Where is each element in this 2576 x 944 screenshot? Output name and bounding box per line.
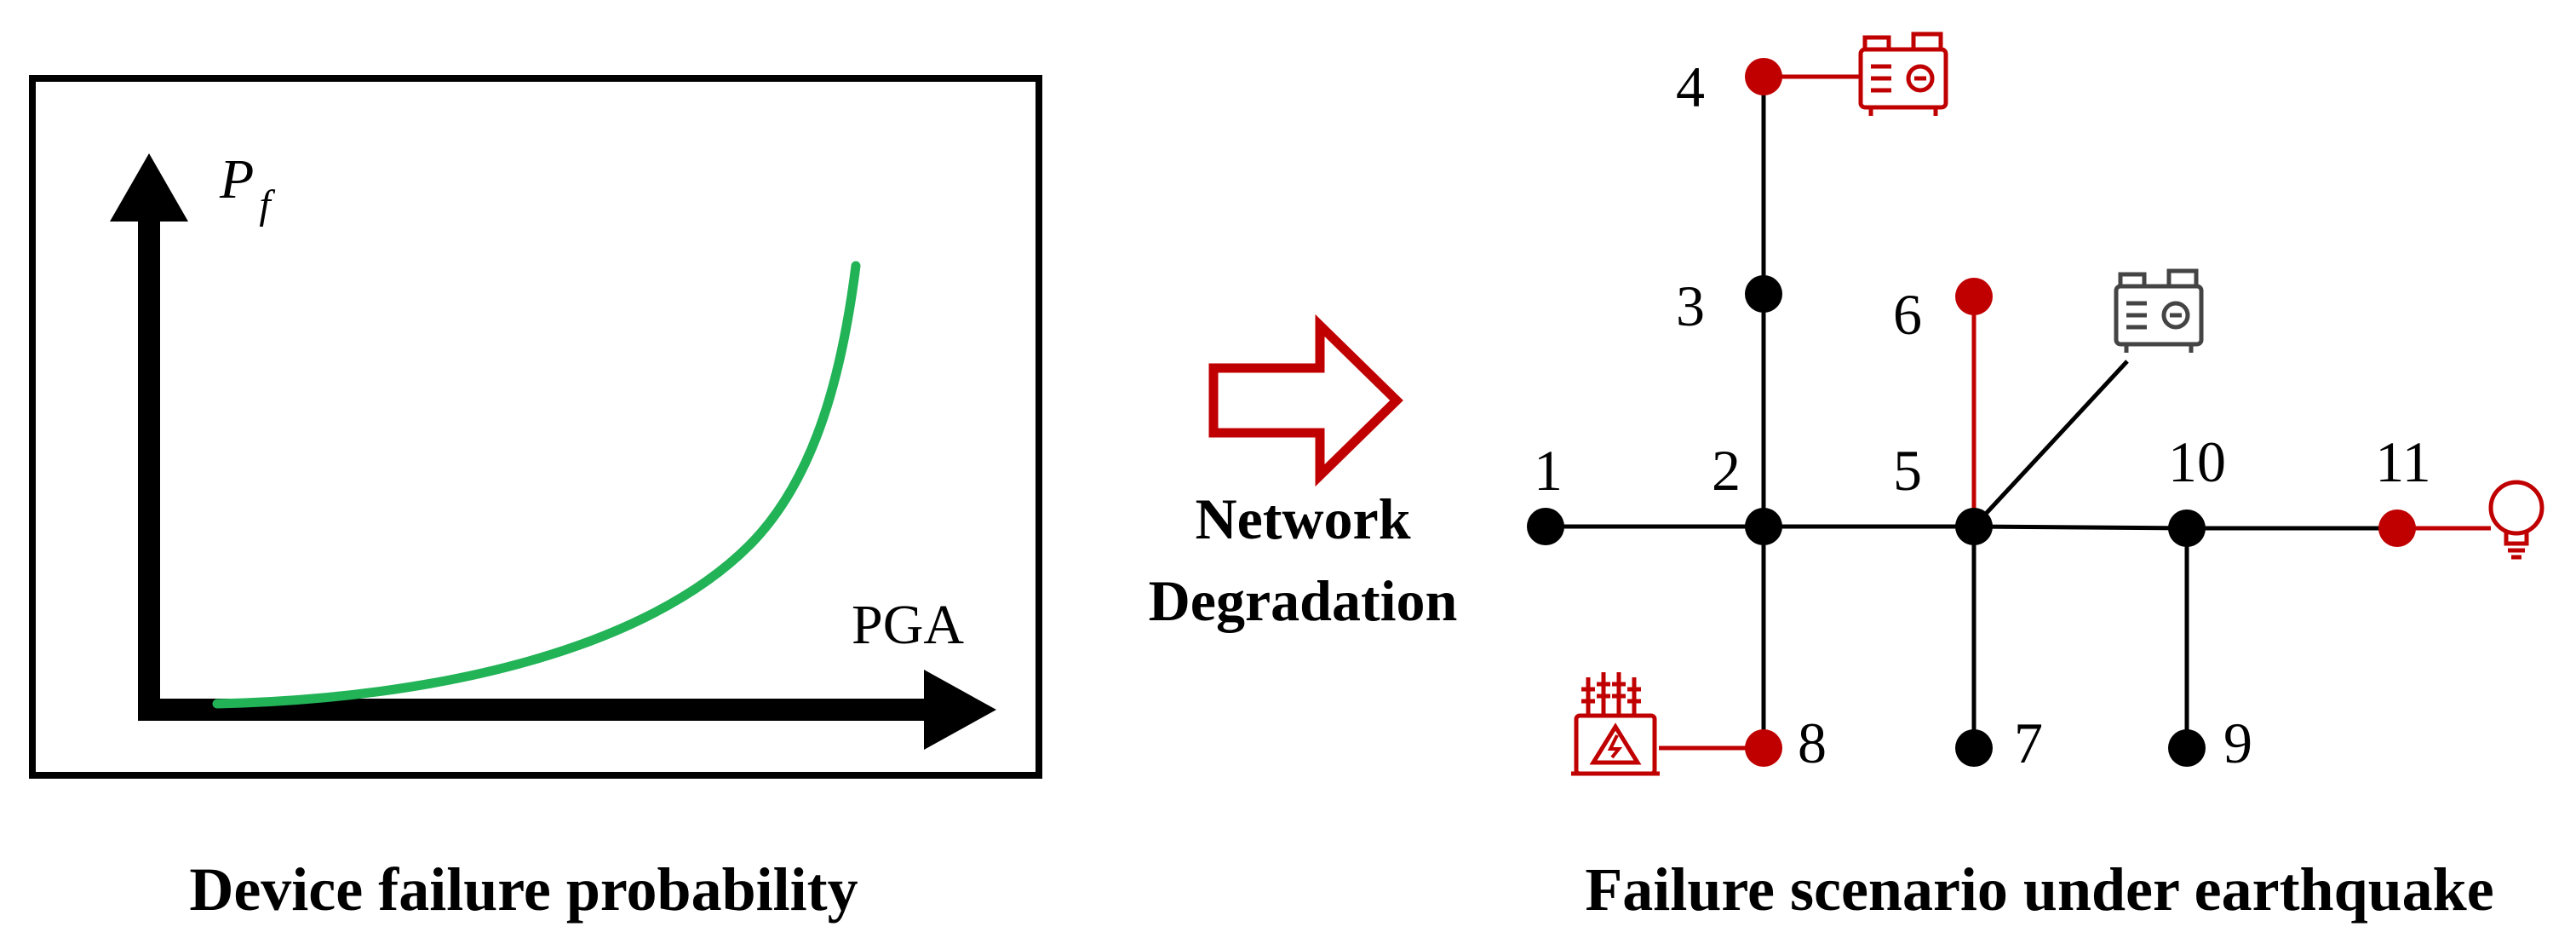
node-label-9: 9 [2223, 711, 2252, 775]
node-4 [1745, 58, 1782, 95]
node-label-8: 8 [1798, 711, 1827, 775]
panel-frame [29, 75, 1042, 779]
edges [1546, 77, 2397, 748]
node-labels: 1 2 3 4 5 6 7 8 9 10 11 [1534, 55, 2431, 775]
node-3 [1745, 275, 1782, 313]
node-2 [1745, 508, 1782, 545]
y-axis-arrowhead [110, 153, 188, 222]
node-label-4: 4 [1676, 55, 1705, 119]
node-label-3: 3 [1676, 273, 1705, 338]
node-9 [2168, 729, 2206, 767]
arrow-label-line2: Degradation [1149, 568, 1458, 633]
x-axis-label: PGA [852, 594, 964, 656]
node-6 [1955, 278, 1993, 315]
hollow-arrow-icon [1208, 314, 1403, 487]
node-1 [1527, 508, 1564, 545]
light-bulb-icon [2488, 480, 2544, 560]
node-label-11: 11 [2375, 429, 2430, 494]
arrow-label-line1: Network [1195, 486, 1410, 551]
node-label-10: 10 [2168, 429, 2226, 494]
device-link-5 [1972, 360, 2129, 528]
distribution-network: 1 2 3 4 5 6 7 8 9 10 11 [1527, 32, 2544, 776]
generator-icon [1858, 32, 1948, 116]
x-axis-arrowhead [924, 670, 996, 750]
node-10 [2168, 509, 2206, 547]
node-7 [1955, 729, 1993, 767]
node-label-7: 7 [2014, 711, 2043, 775]
nodes [1527, 58, 2416, 767]
node-5 [1955, 508, 1993, 545]
network-degradation-arrow: Network Degradation [1149, 314, 1458, 633]
node-label-5: 5 [1893, 438, 1922, 503]
node-label-1: 1 [1534, 438, 1563, 503]
y-axis-label-main: P [219, 148, 254, 210]
edge-5-10 [1973, 524, 2188, 531]
node-11 [2378, 509, 2416, 547]
generator-icon [2114, 268, 2204, 353]
y-axis-label-subscript: f [259, 182, 275, 227]
left-caption: Device failure probability [189, 855, 858, 924]
fragility-curve [212, 261, 861, 709]
node-label-2: 2 [1712, 438, 1741, 503]
transformer-icon [1571, 672, 1660, 776]
node-8 [1745, 729, 1782, 767]
right-caption: Failure scenario under earthquake [1585, 855, 2493, 924]
node-label-6: 6 [1893, 282, 1922, 347]
